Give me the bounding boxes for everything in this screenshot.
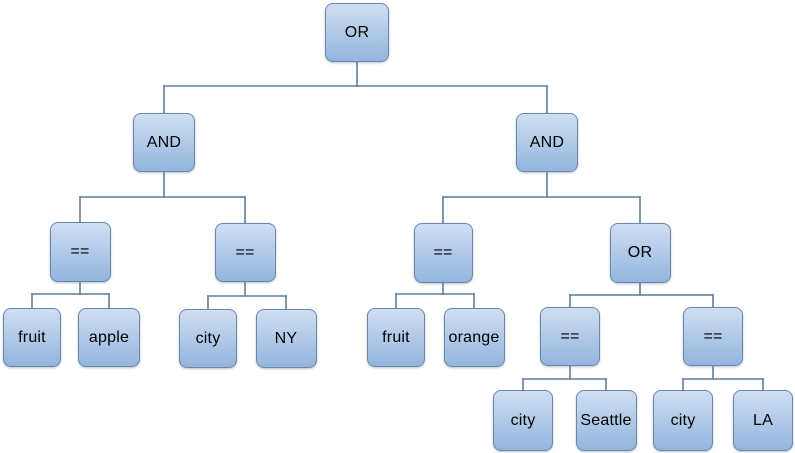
node-label: Seattle: [580, 411, 632, 429]
node-label: LA: [753, 411, 773, 429]
tree-node-leaf-la: LA: [733, 390, 793, 451]
tree-node-leaf-fruit-1: fruit: [3, 308, 61, 367]
node-label: fruit: [18, 328, 46, 346]
tree-node-eq-fruit-orange: ==: [413, 223, 473, 283]
node-label: AND: [146, 133, 182, 151]
tree-node-eq-city-ny: ==: [214, 223, 276, 282]
tree-node-or-nested: OR: [609, 223, 671, 283]
tree-node-leaf-fruit-2: fruit: [367, 308, 425, 367]
node-label: ==: [703, 327, 723, 345]
node-label: city: [195, 329, 221, 347]
node-label: city: [510, 411, 536, 429]
tree-node-eq-fruit-apple: ==: [49, 222, 111, 282]
tree-node-leaf-city-1: city: [179, 309, 237, 368]
node-label: AND: [529, 133, 565, 151]
node-label: orange: [448, 328, 500, 346]
tree-node-and-left: AND: [133, 113, 195, 172]
tree-node-leaf-apple: apple: [78, 308, 140, 367]
tree-node-leaf-city-3: city: [653, 390, 713, 451]
node-label: apple: [88, 328, 130, 346]
node-label: OR: [344, 23, 370, 41]
node-label: NY: [274, 329, 298, 347]
node-label: city: [670, 411, 696, 429]
tree-node-leaf-city-2: city: [493, 390, 553, 451]
tree-node-eq-city-seattle: ==: [540, 307, 600, 366]
node-label: ==: [433, 244, 453, 261]
tree-node-leaf-ny: NY: [255, 309, 317, 368]
node-label: ==: [70, 243, 90, 260]
tree-node-or-root: OR: [325, 3, 389, 62]
node-label: ==: [560, 327, 580, 345]
node-label: OR: [627, 244, 653, 261]
tree-node-eq-city-la: ==: [683, 307, 743, 366]
tree-node-leaf-seattle: Seattle: [575, 390, 637, 451]
tree-node-leaf-orange: orange: [443, 308, 505, 367]
node-label: ==: [235, 243, 255, 261]
node-label: fruit: [382, 328, 410, 346]
tree-node-and-right: AND: [516, 113, 578, 172]
